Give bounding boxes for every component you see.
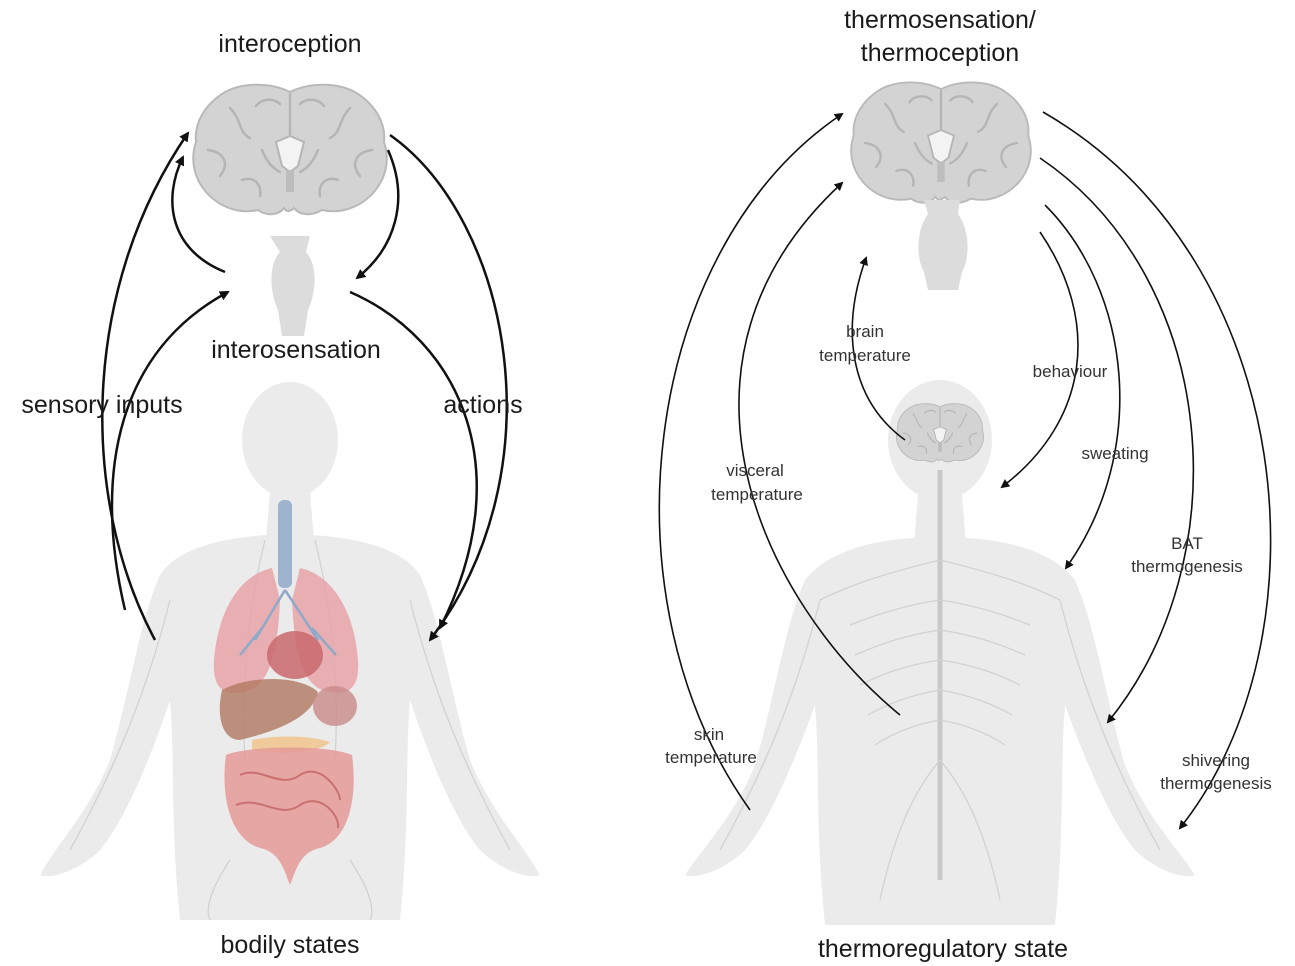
label-thermoception: thermoception — [861, 39, 1019, 67]
svg-text:visceral: visceral — [726, 461, 784, 480]
input-label-brain-temperature: brain temperature — [819, 322, 911, 365]
svg-text:sweating: sweating — [1081, 444, 1148, 463]
input-label-skin-temperature: skin temperature — [665, 725, 757, 767]
stomach — [313, 686, 357, 726]
svg-text:BAT: BAT — [1171, 534, 1203, 553]
left-panel: interoception interosensation sensory in… — [21, 30, 540, 959]
svg-text:temperature: temperature — [819, 346, 911, 365]
label-interosensation: interosensation — [211, 336, 381, 364]
right-small-brain — [896, 404, 983, 462]
svg-text:skin: skin — [694, 725, 724, 744]
heart — [267, 631, 323, 679]
right-panel: thermosensation/ thermoception thermoreg… — [659, 6, 1271, 963]
right-brainstem — [918, 200, 967, 290]
svg-text:temperature: temperature — [665, 748, 757, 767]
label-actions: actions — [443, 391, 522, 419]
label-sensory-inputs: sensory inputs — [21, 391, 182, 419]
svg-text:thermogenesis: thermogenesis — [1131, 557, 1243, 576]
trachea — [278, 500, 292, 588]
label-interoception: interoception — [218, 30, 361, 58]
svg-text:behaviour: behaviour — [1033, 362, 1108, 381]
label-bodily-states: bodily states — [221, 931, 360, 959]
left-brainstem — [270, 236, 315, 336]
output-label-behaviour: behaviour — [1033, 362, 1108, 381]
svg-text:thermogenesis: thermogenesis — [1160, 774, 1272, 793]
label-thermoregulatory-state: thermoregulatory state — [818, 935, 1068, 963]
label-thermosensation: thermosensation/ — [844, 6, 1036, 34]
input-label-visceral-temperature: visceral temperature — [711, 461, 803, 504]
output-label-bat-thermogenesis: BAT thermogenesis — [1131, 534, 1243, 576]
output-label-sweating: sweating — [1081, 444, 1148, 463]
svg-text:shivering: shivering — [1182, 751, 1250, 770]
right-brain — [851, 82, 1031, 202]
svg-text:brain: brain — [846, 322, 884, 341]
left-brain — [193, 85, 387, 215]
arrow-behaviour — [1002, 232, 1078, 487]
svg-text:temperature: temperature — [711, 485, 803, 504]
